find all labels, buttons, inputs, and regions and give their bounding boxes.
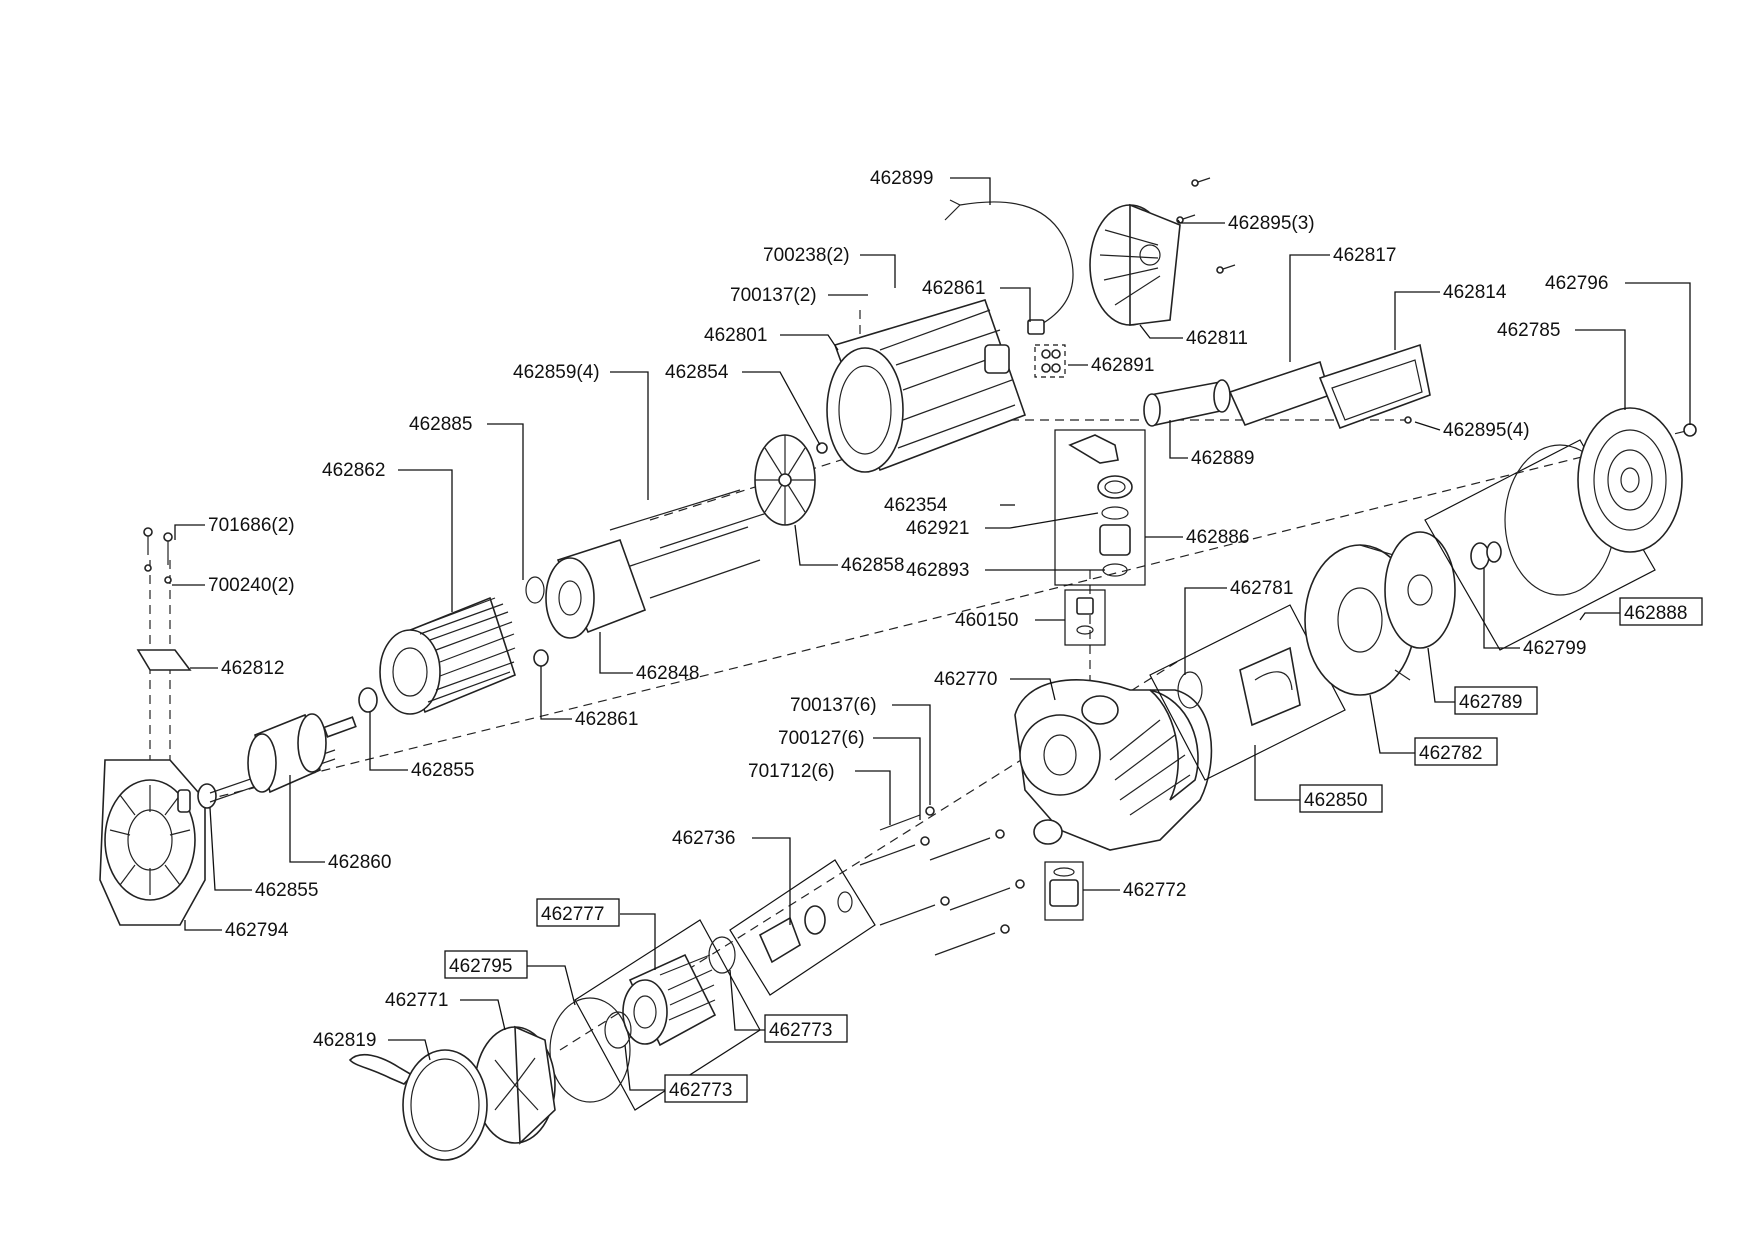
label-462861: 462861 — [922, 278, 985, 299]
check-valve-cartridge-drawing — [729, 859, 876, 996]
label-462782: 462782 — [1419, 743, 1482, 764]
pump-housing-drawing — [1014, 679, 1213, 851]
label-700127-6: 700127(6) — [778, 728, 865, 749]
label-462861-b: 462861 — [575, 709, 638, 730]
label-462801: 462801 — [704, 325, 767, 346]
label-462794: 462794 — [225, 920, 289, 941]
terminal-cover-drawing — [1089, 203, 1181, 326]
label-462773-b: 462773 — [669, 1080, 732, 1101]
bearing-drawing — [197, 783, 217, 809]
label-700137-2: 700137(2) — [730, 285, 817, 306]
label-462781: 462781 — [1230, 578, 1293, 599]
cable-drawing — [959, 201, 1074, 326]
label-462770: 462770 — [934, 669, 997, 690]
label-462795: 462795 — [449, 956, 512, 977]
label-700238-2: 700238(2) — [763, 245, 850, 266]
wrench-drawing — [348, 1049, 488, 1161]
fan-drawing — [754, 434, 816, 526]
o-ring-drawing — [525, 576, 545, 604]
label-462855-b: 462855 — [255, 880, 318, 901]
label-frames — [444, 597, 1703, 1103]
label-701712-6: 701712(6) — [748, 761, 835, 782]
bearing-bracket-drawing — [545, 539, 647, 639]
terminal-screws-drawing — [1034, 344, 1066, 378]
label-462777: 462777 — [541, 904, 604, 925]
label-462891: 462891 — [1091, 355, 1154, 376]
label-462889: 462889 — [1191, 448, 1254, 469]
label-701686-2: 701686(2) — [208, 515, 295, 536]
label-462855: 462855 — [411, 760, 474, 781]
diffuser-set-drawing — [1149, 604, 1346, 781]
drain-fitting-drawing — [1044, 861, 1084, 921]
screws-drawing — [143, 527, 173, 584]
leader-lines — [172, 177, 1691, 1091]
label-462814: 462814 — [1443, 282, 1507, 303]
label-700240-2: 700240(2) — [208, 575, 295, 596]
impeller-drawing — [1384, 531, 1456, 649]
label-462899: 462899 — [870, 168, 933, 189]
label-462819: 462819 — [313, 1030, 376, 1051]
housing-bolts-drawing — [859, 806, 1025, 956]
label-462859-4: 462859(4) — [513, 362, 600, 383]
large-o-ring-drawing — [549, 997, 631, 1103]
label-462796: 462796 — [1545, 273, 1608, 294]
label-462785: 462785 — [1497, 320, 1560, 341]
label-462860: 462860 — [328, 852, 391, 873]
label-462858: 462858 — [841, 555, 904, 576]
seal-drawing — [1470, 541, 1502, 570]
capacitor-drawing — [1143, 379, 1231, 427]
pump-cover-drawing — [1577, 407, 1683, 553]
label-462885: 462885 — [409, 414, 472, 435]
stator-drawing — [379, 596, 516, 715]
filter-drawing — [574, 919, 761, 1111]
label-462854: 462854 — [665, 362, 729, 383]
label-700137-6: 700137(6) — [790, 695, 877, 716]
label-462736: 462736 — [672, 828, 735, 849]
label-462771: 462771 — [385, 990, 448, 1011]
terminal-box-drawing — [1318, 343, 1431, 430]
o-ring-drawing — [708, 936, 736, 974]
label-462799: 462799 — [1523, 638, 1586, 659]
label-460150: 460150 — [955, 610, 1018, 631]
label-462811: 462811 — [1186, 328, 1248, 349]
cover-nut-drawing — [1683, 423, 1697, 437]
label-462789: 462789 — [1459, 692, 1522, 713]
label-462888: 462888 — [1624, 603, 1687, 624]
label-462773: 462773 — [769, 1020, 832, 1041]
clamp-plate-drawing — [136, 649, 192, 671]
cover-screws-drawing — [1176, 177, 1236, 274]
label-462893: 462893 — [906, 560, 969, 581]
label-462850: 462850 — [1304, 790, 1367, 811]
grommet-drawing — [533, 649, 549, 667]
box-screw-drawing — [1404, 416, 1412, 424]
drain-plug-drawing — [1064, 589, 1106, 646]
label-462886: 462886 — [1186, 527, 1249, 548]
bearing-drawing — [358, 687, 378, 713]
label-462921: 462921 — [906, 518, 969, 539]
label-462812: 462812 — [221, 658, 284, 679]
fan-cover-drawing — [826, 299, 1027, 473]
label-462848: 462848 — [636, 663, 699, 684]
label-462817: 462817 — [1333, 245, 1396, 266]
filter-cover-drawing — [474, 1025, 556, 1145]
end-bracket-drawing — [99, 759, 206, 926]
gasket-drawing — [1228, 360, 1331, 426]
label-462895-4: 462895(4) — [1443, 420, 1530, 441]
label-462895-3: 462895(3) — [1228, 213, 1315, 234]
part-labels: 462899 462895(3) 462817 462814 462796 70… — [208, 168, 1687, 1101]
label-462862: 462862 — [322, 460, 385, 481]
tie-rods-drawing — [609, 489, 771, 599]
hose-connector-kit-drawing — [1054, 429, 1146, 586]
label-462772: 462772 — [1123, 880, 1186, 901]
rotor-drawing — [209, 713, 357, 803]
clip-drawing — [816, 442, 828, 454]
label-462354: 462354 — [884, 495, 948, 516]
